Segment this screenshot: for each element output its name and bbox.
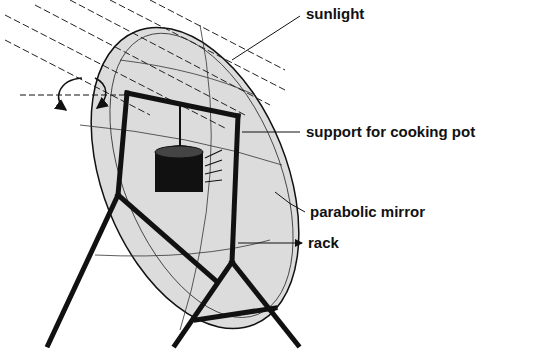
rack [48, 93, 298, 345]
cooking-pot [155, 105, 222, 192]
part-label: sunlight [304, 5, 366, 23]
rotation-arrow [20, 78, 125, 110]
part-label: support for cooking pot [304, 123, 477, 141]
part-label: rack [306, 234, 341, 252]
parabolic-mirror [51, 0, 340, 351]
sunlight-rays [5, 0, 285, 128]
part-label: parabolic mirror [308, 203, 427, 221]
leader-lines [232, 16, 305, 243]
